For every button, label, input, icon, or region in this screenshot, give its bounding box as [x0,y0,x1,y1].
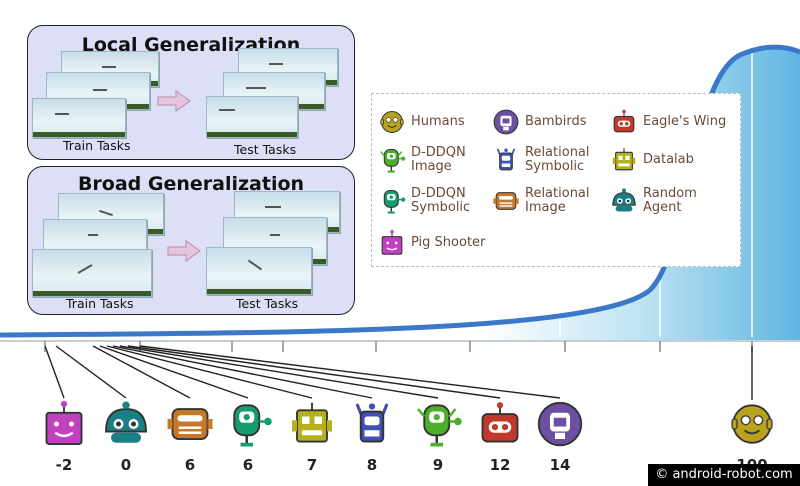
test-tasks-label: Test Tasks [234,142,297,157]
legend-label: Relational Symbolic [525,145,590,174]
score-connector [106,345,313,399]
score-connector [112,345,373,399]
d-ddqn-image-icon [417,404,462,447]
datalab-icon [292,402,332,443]
local-generalization-panel: Local Generalization Train Tasks Test Ta… [27,25,355,160]
legend-label: Relational Image [525,186,590,215]
d-ddqn-symbolic-icon [383,189,406,214]
legend-label: D-DDQN Image [411,145,466,174]
legend-label: D-DDQN Symbolic [411,186,471,215]
legend-item: Relational Symbolic [492,146,590,174]
legend-item: Datalab [610,146,694,174]
watermark: © android-robot.com [648,464,800,486]
legend-label: Humans [411,114,465,129]
bambirds-icon [537,401,583,447]
legend-label: Bambirds [525,114,587,129]
agent-score: 9 [432,456,444,474]
score-connector [55,345,127,399]
score-connector [92,345,191,399]
relational-symbolic-icon [355,403,389,443]
test-task-thumbnail [206,96,298,138]
agent-score: 6 [184,456,196,474]
arrow-right-icon [167,240,201,262]
legend-item: D-DDQN Symbolic [378,187,470,215]
d-ddqn-image-icon [380,148,406,173]
pig-shooter-icon [45,400,83,445]
train-task-thumbnail [32,98,126,138]
legend-item: D-DDQN Image [378,146,466,174]
legend-label: Datalab [643,152,694,167]
score-connector [119,345,439,399]
broad-generalization-panel: Broad Generalization Train Tasks Test Ta… [27,166,355,315]
broad-generalization-title: Broad Generalization [77,173,305,195]
relational-image-icon [167,408,213,440]
train-task-thumbnail [32,249,152,297]
test-task-thumbnail [206,247,312,295]
score-connector [99,345,249,399]
datalab-icon [612,148,636,171]
train-tasks-label: Train Tasks [66,296,134,311]
relational-image-icon [493,192,519,210]
agent-score: 12 [489,456,511,474]
pig-shooter-icon [381,230,403,255]
random-agent-icon [612,188,636,212]
d-ddqn-symbolic-icon [233,404,272,447]
legend-item: Random Agent [610,187,697,215]
agent-score: 14 [549,456,571,474]
legend-item: Relational Image [492,187,590,215]
random-agent-icon [105,401,147,443]
score-connector [44,345,65,399]
train-tasks-label: Train Tasks [63,138,131,153]
arrow-right-icon [157,90,191,112]
legend-item: Bambirds [492,108,587,136]
legend-item: Humans [378,108,465,136]
legend-item: Pig Shooter [378,229,485,257]
legend-label: Eagle's Wing [643,114,727,129]
agent-score: 8 [366,456,378,474]
legend-label: Pig Shooter [411,235,486,250]
humans-icon [380,110,404,134]
eagles-wing-icon [481,402,519,443]
test-tasks-label: Test Tasks [236,296,299,311]
humans-icon [731,404,773,444]
legend-label: Random Agent [643,186,697,215]
agent-score: 0 [120,456,132,474]
score-connector [139,345,561,399]
curve-line [0,44,800,338]
relational-symbolic-icon [496,148,516,171]
agent-score: 7 [306,456,318,474]
eagles-wing-icon [613,109,635,133]
score-connector [127,345,501,399]
legend-item: Eagle's Wing [610,108,726,136]
bambirds-icon [493,109,519,135]
agent-score: -2 [55,456,73,474]
agent-score: 6 [242,456,254,474]
